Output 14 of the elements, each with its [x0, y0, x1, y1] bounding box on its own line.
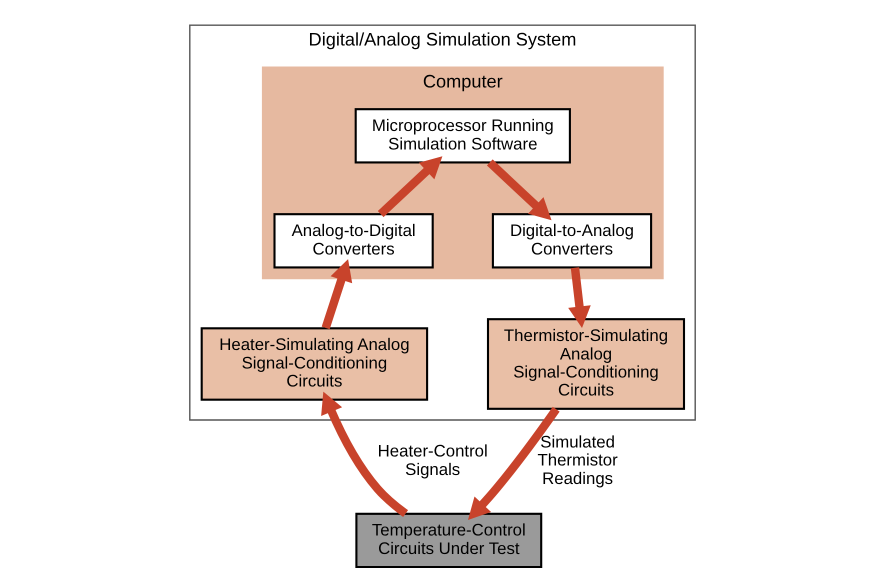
arrow — [321, 392, 408, 517]
node-box: Heater-Simulating Analog Signal-Conditioning Circuits — [200, 327, 428, 401]
node-box: Analog-to-Digital Converters — [273, 213, 434, 268]
edge-label: Simulated Thermistor Readings — [538, 432, 618, 488]
arrow — [568, 267, 591, 328]
node-box: Thermistor-Simulating Analog Signal-Conditioning Circuits — [486, 318, 686, 410]
arrow — [468, 406, 560, 520]
arrow — [322, 259, 352, 330]
node-box: Digital-to-Analog Converters — [492, 213, 652, 268]
node-box: Microprocessor Running Simulation Software — [354, 108, 571, 164]
arrow — [378, 156, 442, 218]
node-box: Temperature-Control Circuits Under Test — [355, 512, 542, 568]
arrow — [486, 159, 552, 220]
edge-label: Heater-Control Signals — [378, 442, 488, 479]
